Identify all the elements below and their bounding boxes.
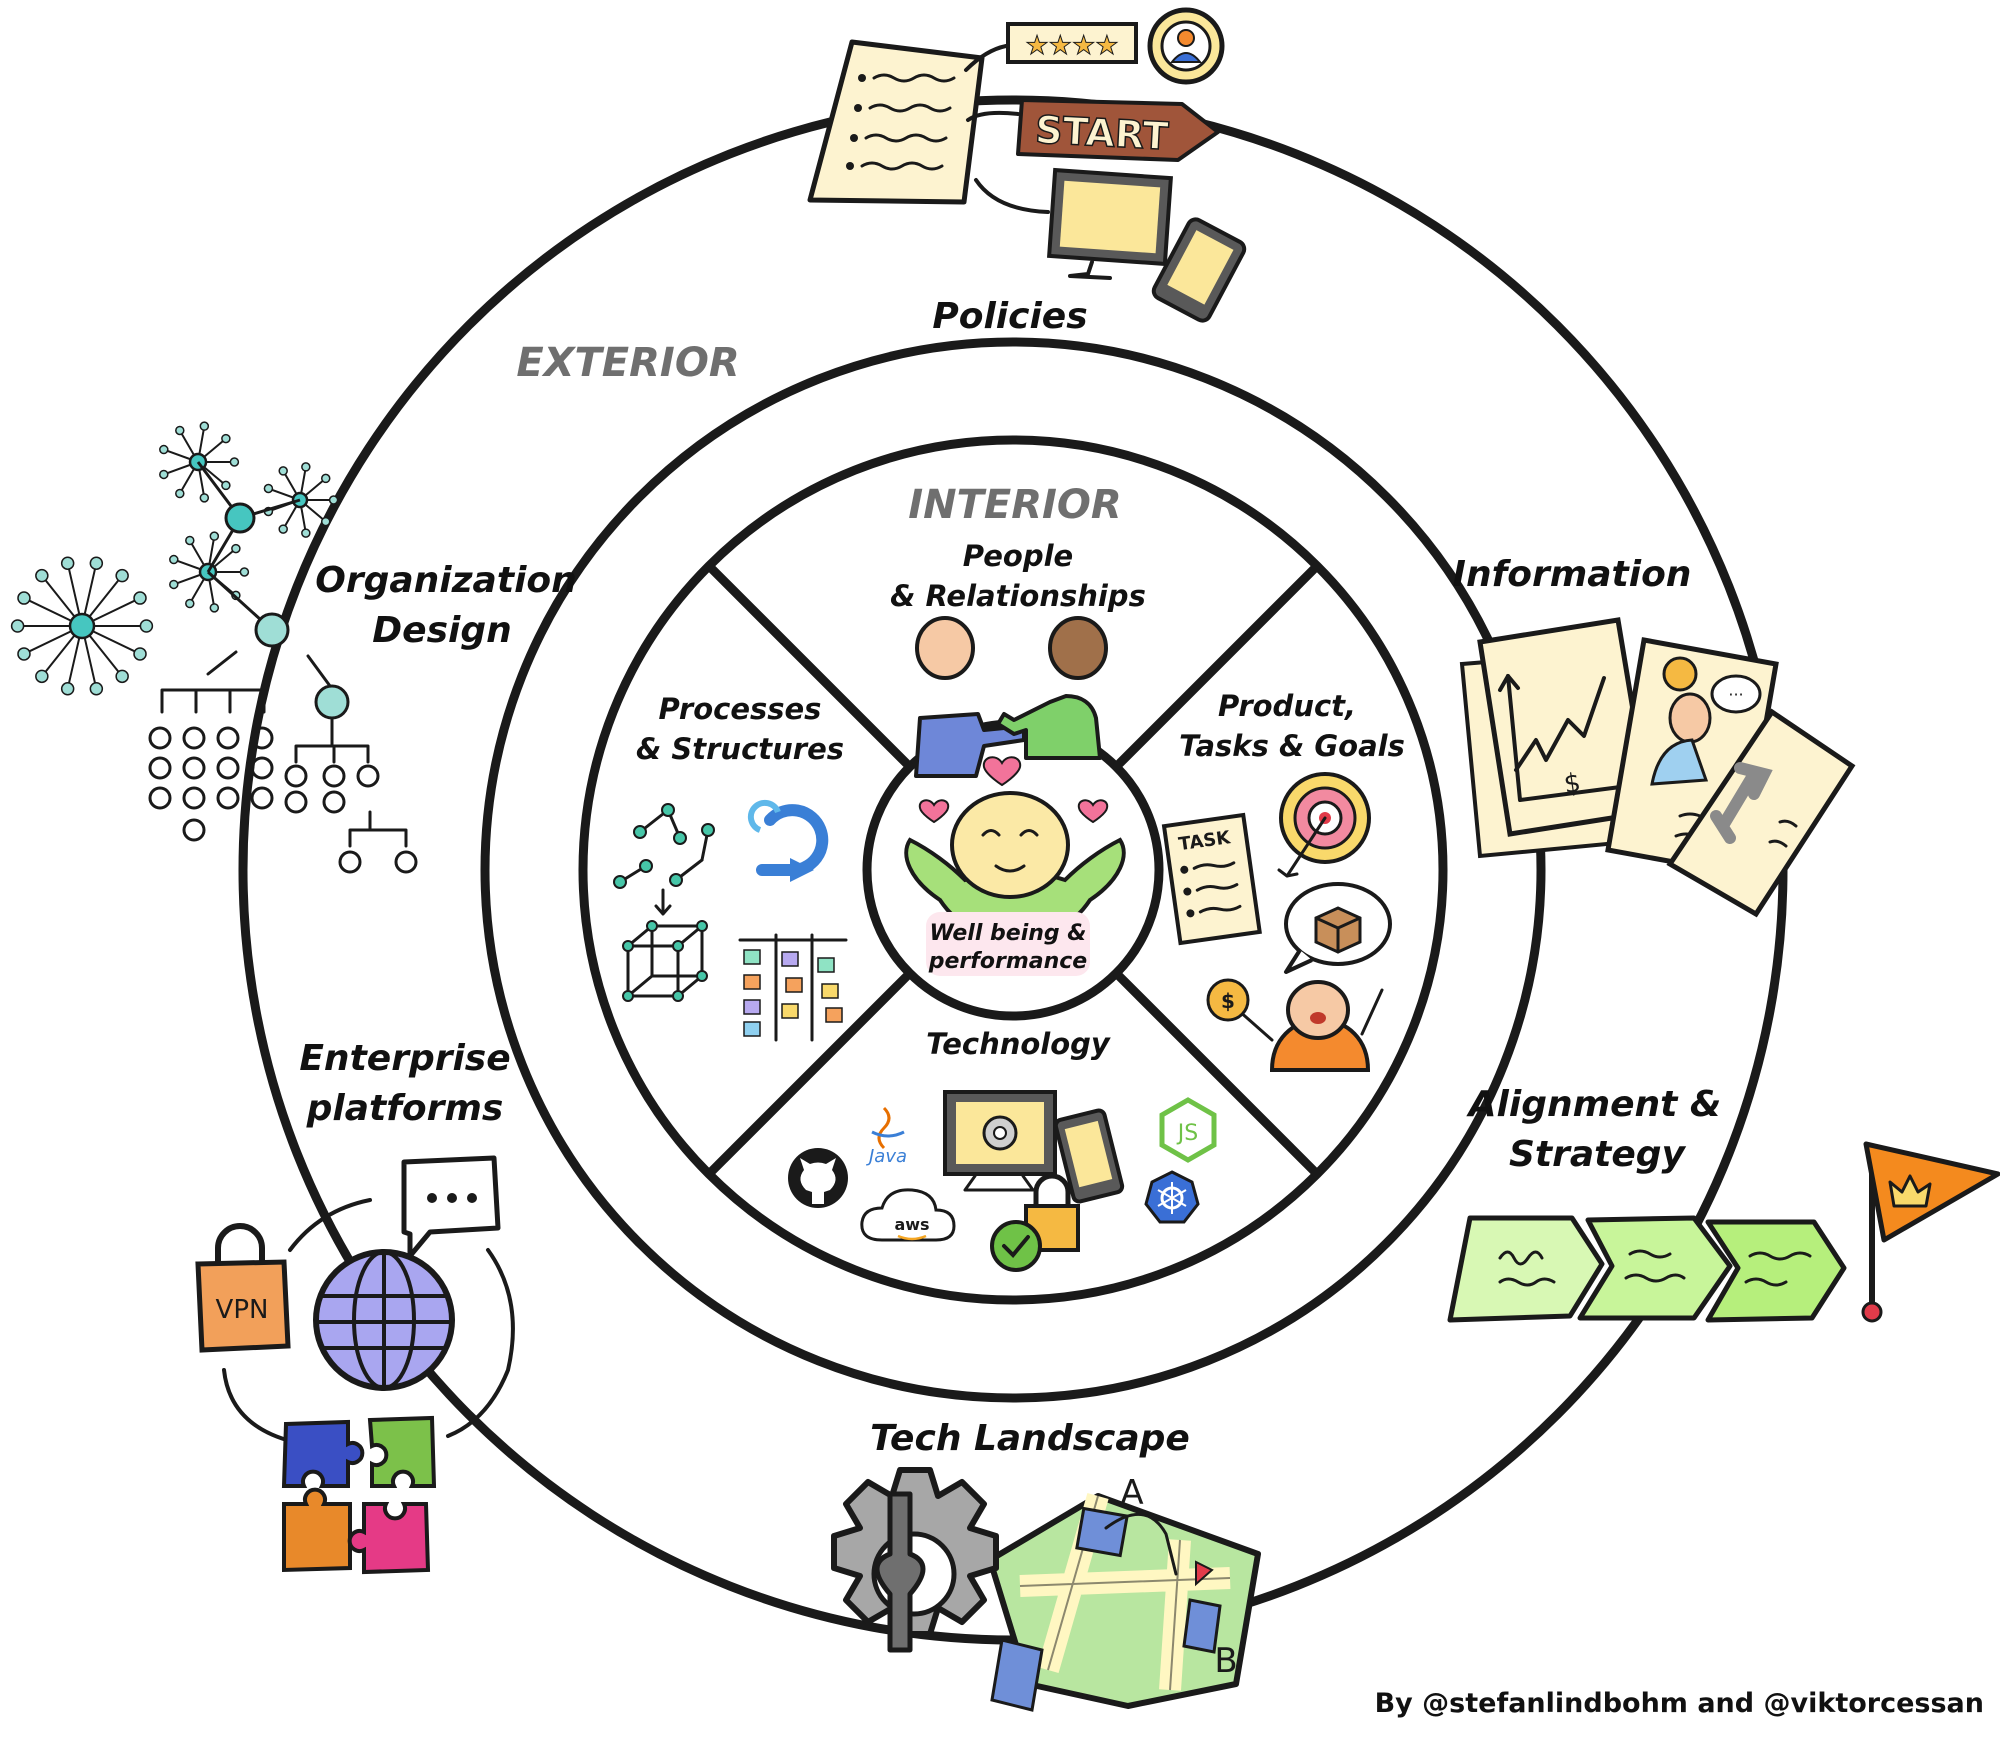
section-label-policies: Policies (932, 296, 1087, 337)
chart-currency-label: $ (1562, 768, 1583, 800)
svg-text:···: ··· (1728, 685, 1743, 704)
kubernetes-icon (1144, 1170, 1200, 1224)
github-icon (788, 1148, 848, 1208)
target-icon (1277, 772, 1371, 878)
tech-landscape-illustration: A B (831, 1467, 1261, 1712)
people-handshake-illustration (914, 616, 1108, 778)
section-label-tech-landscape: Tech Landscape (870, 1418, 1190, 1459)
nodejs-icon: JS (1159, 1097, 1217, 1163)
monitor-icon (1047, 167, 1173, 280)
section-label-organization-design-line2: Design (372, 610, 511, 651)
alignment-strategy-illustration (1447, 1141, 2000, 1323)
aws-logo-text: aws (894, 1215, 929, 1234)
org-chart-icon (148, 612, 418, 874)
globe-icon (313, 1249, 455, 1391)
center-label-box (926, 912, 1090, 976)
map-icon: A B (987, 1473, 1261, 1712)
aws-cloud-icon: aws (860, 1188, 956, 1242)
divider-bottom-left (705, 969, 914, 1178)
speech-bubble-box-icon (1284, 882, 1392, 974)
computer-gear-icon (943, 1090, 1125, 1204)
credit-text: By @stefanlindbohm and @viktorcessan (1375, 1688, 1984, 1719)
smiling-face (950, 791, 1070, 899)
divider-top-left (705, 562, 914, 771)
strategy-step-icon (1447, 1215, 1605, 1323)
cube-graph-icon (622, 920, 708, 1002)
exterior-inner-ring (480, 337, 1546, 1403)
product-illustration: TASK $ (1161, 772, 1392, 1072)
strategy-step-icon (1577, 1215, 1733, 1321)
gear-wrench-icon (831, 1467, 999, 1653)
coin-currency-label: $ (1221, 989, 1235, 1013)
vpn-lock-icon: VPN (195, 1223, 291, 1353)
person-head (915, 616, 975, 680)
start-sign-icon: START (1016, 98, 1220, 162)
happy-person-coin-icon: $ (1206, 978, 1384, 1072)
chat-bubble-icon (401, 1155, 501, 1259)
heart-icon (1077, 799, 1109, 824)
strategy-step-icon (1705, 1219, 1847, 1323)
information-illustration: $ ··· (1459, 617, 1856, 918)
section-label-people-line1: People (963, 539, 1073, 573)
center-wellbeing-illustration: Well being & performance (904, 756, 1126, 976)
svg-text:★★★★: ★★★★ (1025, 31, 1118, 61)
nodejs-logo-text: JS (1176, 1121, 1198, 1146)
divider-top-right (1112, 562, 1321, 771)
organization-design-illustration (10, 421, 418, 874)
start-sign-label: START (1034, 108, 1169, 159)
section-label-product-line1: Product, (1218, 689, 1356, 723)
section-label-people-line2: & Relationships (890, 579, 1146, 613)
java-icon: Java (866, 1106, 907, 1167)
task-note-icon: TASK (1161, 812, 1262, 946)
center-label-line2: performance (928, 949, 1088, 974)
policies-illustration: ★★★★ START (807, 7, 1247, 323)
java-logo-text: Java (866, 1146, 907, 1167)
center-label-line1: Well being & (930, 921, 1087, 946)
section-label-alignment-strategy-line2: Strategy (1509, 1134, 1687, 1175)
policy-document-icon (807, 39, 985, 205)
person-head (1048, 616, 1108, 680)
lock-check-icon (990, 1173, 1080, 1272)
map-point-a-label: A (1120, 1473, 1143, 1513)
goal-flag-icon (1861, 1141, 2000, 1323)
puzzle-pieces-icon (281, 1415, 437, 1575)
heart-icon (918, 799, 950, 824)
heart-icon (982, 756, 1022, 787)
rating-stars-icon: ★★★★ (1006, 22, 1138, 64)
settings-document-icon (1666, 708, 1856, 918)
vpn-lock-label: VPN (216, 1295, 269, 1325)
user-avatar-icon (1147, 7, 1225, 85)
section-label-technology: Technology (926, 1027, 1111, 1061)
interior-ring-label: INTERIOR (908, 482, 1121, 528)
kanban-board-icon (738, 933, 848, 1042)
exterior-ring-label: EXTERIOR (516, 340, 739, 386)
section-label-alignment-strategy-line1: Alignment & (1466, 1084, 1722, 1125)
section-label-enterprise-platforms-line1: Enterprise (299, 1038, 510, 1079)
divider-bottom-right (1112, 969, 1321, 1178)
node-graph-icon (613, 803, 715, 916)
section-label-processes-line2: & Structures (636, 732, 844, 766)
tablet-icon (1151, 217, 1247, 323)
section-label-organization-design-line1: Organization (315, 560, 577, 601)
section-label-processes-line1: Processes (659, 692, 822, 726)
section-label-enterprise-platforms-line2: platforms (306, 1088, 504, 1129)
section-label-information: Information (1453, 554, 1692, 595)
interior-outer-ring (578, 435, 1448, 1305)
network-hub-icon (10, 421, 339, 696)
section-label-product-line2: Tasks & Goals (1179, 729, 1405, 763)
map-point-b-label: B (1214, 1641, 1237, 1681)
technology-illustration: Java aws JS (788, 1090, 1217, 1272)
agile-cycle-icon (747, 799, 829, 882)
processes-illustration (613, 799, 848, 1042)
enterprise-platforms-illustration: VPN (195, 1155, 515, 1575)
